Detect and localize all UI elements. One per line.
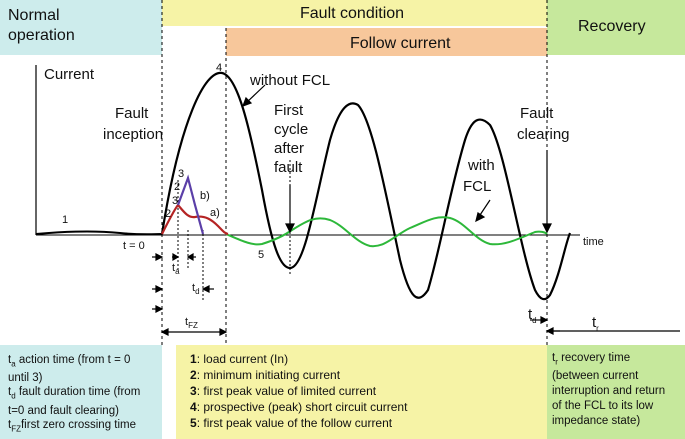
fault-clearing-label-2: clearing bbox=[517, 126, 570, 143]
fault-inception-label-2: inception bbox=[103, 126, 164, 143]
point-legend-line: 4: prospective (peak) short circuit curr… bbox=[190, 400, 408, 414]
time-legend-panel bbox=[0, 345, 162, 439]
mark-a: a) bbox=[210, 207, 220, 219]
point-legend-line: 1: load current (In) bbox=[190, 352, 289, 366]
mark-1: 1 bbox=[62, 214, 69, 226]
without-fcl-curve bbox=[160, 71, 572, 301]
with-fcl-label-1: with bbox=[468, 157, 495, 174]
x-axis-label: time bbox=[583, 236, 604, 248]
first-cycle-label-2: cycle bbox=[274, 121, 309, 138]
ta-label: ta bbox=[172, 262, 180, 277]
time-legend: ta action time (from t = 0 until 3) td f… bbox=[8, 353, 140, 436]
normal-operation-title-1: Normal bbox=[8, 7, 60, 24]
with-fcl-label-2: FCL bbox=[463, 178, 492, 195]
follow-current-panel bbox=[226, 28, 547, 56]
recovery-legend-line: (between current bbox=[552, 370, 639, 383]
curve-a bbox=[161, 203, 229, 236]
mark-b: b) bbox=[200, 190, 210, 202]
recovery-legend-panel bbox=[547, 345, 685, 439]
mark-5: 5 bbox=[258, 249, 265, 261]
tfz-label: tFZ bbox=[185, 316, 198, 331]
recovery-title: Recovery bbox=[578, 18, 646, 35]
tr-label: tr bbox=[592, 314, 599, 333]
mark-3a: 3 bbox=[172, 195, 179, 207]
fault-condition-panel bbox=[162, 0, 547, 26]
first-cycle-label-1: First bbox=[274, 102, 304, 119]
point-legend-line: 2: minimum initiating current bbox=[190, 368, 341, 382]
recovery-legend-line: of the FCL to its low bbox=[552, 400, 654, 413]
t-zero-label: t = 0 bbox=[123, 240, 145, 252]
mark-2b: 2 bbox=[174, 181, 181, 193]
td-label: td bbox=[528, 306, 537, 325]
y-axis-label: Current bbox=[44, 66, 95, 83]
normal-operation-panel bbox=[0, 0, 162, 55]
point-legend-line: 3: first peak value of limited current bbox=[190, 384, 377, 398]
load-current-curve bbox=[35, 230, 163, 236]
td-small-label: td bbox=[192, 282, 200, 297]
recovery-legend-line: impedance state) bbox=[552, 415, 641, 428]
point-legend-line: 5: first peak value of the follow curren… bbox=[190, 416, 393, 430]
point-legend: 1: load current (In) 2: minimum initiati… bbox=[190, 351, 407, 431]
fault-clearing-label-1: Fault bbox=[520, 105, 554, 122]
fault-condition-title: Fault condition bbox=[300, 5, 405, 22]
mark-3b: 3 bbox=[178, 168, 185, 180]
mark-4: 4 bbox=[216, 62, 223, 74]
first-cycle-label-3: after bbox=[274, 140, 305, 157]
time-legend-line: tFZfirst zero crossing time bbox=[8, 418, 137, 433]
recovery-legend-line: interruption and return bbox=[552, 385, 666, 398]
mark-2a: 2 bbox=[165, 208, 172, 220]
time-legend-line: until 3) bbox=[8, 372, 43, 385]
point-legend-panel bbox=[176, 345, 547, 439]
time-legend-line: t=0 and fault clearing) bbox=[8, 404, 119, 417]
normal-operation-title-2: operation bbox=[8, 27, 75, 44]
time-legend-line: ta action time (from t = 0 bbox=[8, 354, 131, 369]
fault-inception-label-1: Fault bbox=[115, 105, 149, 122]
recovery-panel bbox=[547, 0, 685, 55]
recovery-legend-line: tr recovery time bbox=[552, 352, 631, 367]
follow-current-title: Follow current bbox=[350, 35, 451, 52]
without-fcl-label: without FCL bbox=[250, 72, 331, 89]
with-fcl-curve bbox=[225, 216, 548, 248]
first-cycle-label-4: fault bbox=[274, 159, 303, 176]
time-legend-line: td fault duration time (from bbox=[8, 386, 141, 401]
recovery-legend: tr recovery time (between current interr… bbox=[552, 351, 665, 429]
curve-b bbox=[176, 174, 205, 235]
